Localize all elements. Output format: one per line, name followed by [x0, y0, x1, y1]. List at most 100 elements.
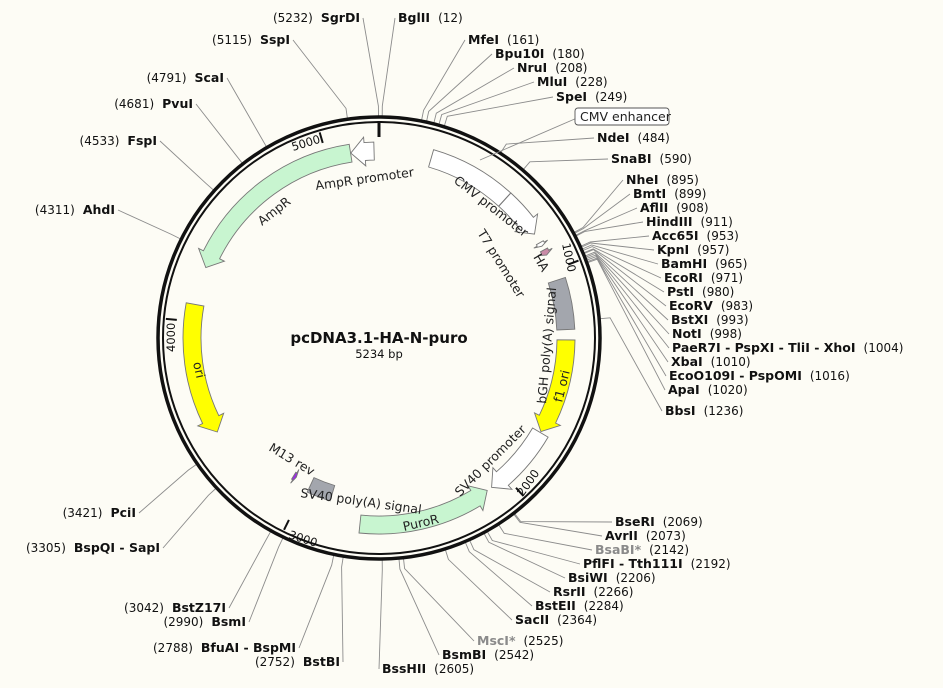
enzyme-site-label[interactable]: (3421)PciI [63, 505, 136, 520]
feature-cmv-promoter[interactable] [498, 192, 539, 235]
enzyme-site-label[interactable]: BseRI(2069) [615, 514, 703, 529]
enzyme-leader-line [581, 242, 655, 251]
feature-sv40-poly-a-signal[interactable] [306, 477, 336, 502]
feature-label: AmpR promoter [314, 164, 415, 193]
enzyme-leader-line [426, 53, 493, 122]
feature-ori[interactable] [182, 302, 225, 433]
enzyme-site-label[interactable]: XbaI(1010) [671, 354, 751, 369]
enzyme-site-label[interactable]: (5232)SgrDI [273, 10, 360, 25]
enzyme-site-label[interactable]: EcoRV(983) [669, 298, 753, 313]
enzyme-site-label[interactable]: (2752)BstBI [255, 654, 340, 669]
enzyme-site-label[interactable]: (3305)BspQI - SapI [26, 540, 160, 555]
tick-mark [515, 487, 525, 497]
enzyme-site-label[interactable]: (3042)BstZ17I [124, 600, 226, 615]
enzyme-leader-line [500, 137, 595, 153]
enzyme-site-label[interactable]: EcoRI(971) [664, 270, 743, 285]
enzyme-site-label[interactable]: PstI(980) [667, 284, 734, 299]
enzyme-leader-line [381, 17, 396, 117]
enzyme-leader-line [292, 39, 348, 119]
enzyme-site-label[interactable]: BamHI(965) [661, 256, 747, 271]
enzyme-site-label[interactable]: PaeR7I - PspXI - TliI - XhoI(1004) [672, 340, 903, 355]
enzyme-site-label[interactable]: (4681)PvuI [114, 96, 193, 111]
enzyme-leader-line [575, 221, 644, 237]
enzyme-leader-line [587, 258, 666, 391]
feature-puror[interactable] [358, 485, 488, 535]
enzyme-site-label[interactable]: MluI(228) [537, 74, 608, 89]
enzyme-site-label[interactable]: NheI(895) [626, 172, 699, 187]
enzyme-site-label[interactable]: KpnI(957) [657, 242, 729, 257]
enzyme-site-label[interactable]: (4311)AhdI [35, 202, 115, 217]
enzyme-leader-line [443, 96, 554, 126]
enzyme-leader-line [575, 207, 638, 236]
enzyme-site-label[interactable]: BstXI(993) [671, 312, 749, 327]
enzyme-site-label[interactable]: MfeI(161) [468, 32, 539, 47]
enzyme-site-label[interactable]: SnaBI(590) [611, 151, 692, 166]
enzyme-site-label[interactable]: EcoO109I - PspOMI(1016) [669, 368, 850, 383]
enzyme-site-label[interactable]: SacII(2364) [515, 612, 597, 627]
enzyme-leader-line [228, 531, 271, 609]
enzyme-leader-line [433, 67, 515, 124]
enzyme-site-label[interactable]: BmtI(899) [633, 186, 706, 201]
enzyme-site-label[interactable]: PflFI - Tth111I(2192) [583, 556, 731, 571]
enzyme-site-label[interactable]: Acc65I(953) [652, 228, 739, 243]
enzyme-site-label[interactable]: MscI*(2525) [477, 633, 563, 648]
enzyme-site-label[interactable]: RsrII(2266) [553, 584, 633, 599]
tick-label: 1000 [559, 242, 579, 274]
feature-label: M13 rev [266, 440, 318, 479]
feature-f1-ori[interactable] [533, 339, 576, 433]
enzyme-leader-line [487, 531, 581, 565]
enzyme-leader-line [586, 254, 670, 349]
enzyme-site-label[interactable]: AvrII(2073) [605, 528, 686, 543]
enzyme-site-label[interactable]: (5115)SspI [212, 32, 290, 47]
features [182, 136, 576, 535]
enzyme-site-label[interactable]: (4791)ScaI [147, 70, 224, 85]
enzyme-leader-line [162, 488, 217, 549]
enzyme-leader-line [378, 559, 383, 670]
enzyme-leader-line [483, 533, 566, 579]
feature-ampr[interactable] [197, 143, 353, 269]
enzyme-site-label[interactable]: NruI(208) [517, 60, 587, 75]
enzyme-leader-line [513, 514, 603, 537]
enzyme-leader-lines [117, 17, 670, 670]
enzyme-site-label[interactable]: (4533)FspI [80, 133, 157, 148]
feature-cmv-enhancer-callout[interactable]: CMV enhancer [479, 107, 672, 161]
enzyme-site-label[interactable]: NdeI(484) [597, 130, 670, 145]
enzyme-site-label[interactable]: HindIII(911) [646, 214, 733, 229]
enzyme-leader-line [438, 81, 535, 125]
feature-label: SV40 poly(A) signal [300, 485, 423, 517]
plasmid-size: 5234 bp [355, 347, 403, 361]
enzyme-leader-line [585, 251, 669, 321]
feature-t7-promoter[interactable] [533, 239, 548, 249]
enzyme-site-label[interactable]: BsiWI(2206) [568, 570, 656, 585]
tick-mark [165, 317, 177, 321]
feature-ha[interactable] [537, 247, 553, 257]
enzyme-site-label[interactable]: ApaI(1020) [668, 382, 748, 397]
enzyme-site-label[interactable]: Bpu10I(180) [495, 46, 585, 61]
enzyme-site-label[interactable]: BssHII(2605) [382, 661, 474, 676]
tick-label: 4000 [164, 323, 178, 352]
enzyme-site-label[interactable]: SpeI(249) [556, 89, 627, 104]
enzyme-leader-line [584, 249, 667, 307]
enzyme-leader-line [587, 257, 667, 377]
enzyme-site-label[interactable]: BsmBI(2542) [442, 647, 534, 662]
enzyme-leader-line [523, 158, 609, 170]
enzyme-site-label[interactable]: BstEII(2284) [535, 598, 624, 613]
enzyme-site-label[interactable]: AflII(908) [640, 200, 709, 215]
feature-sv40-promoter[interactable] [491, 427, 549, 490]
enzyme-site-label[interactable]: (2788)BfuAI - BspMI [153, 640, 296, 655]
enzyme-leader-line [580, 235, 650, 247]
feature-m13-rev[interactable] [290, 469, 300, 484]
enzyme-site-label[interactable]: BglII(12) [398, 10, 463, 25]
enzyme-site-label[interactable]: BsaBI*(2142) [595, 542, 689, 557]
enzyme-leader-line [341, 557, 344, 663]
enzyme-site-label[interactable]: (2990)BsmI [163, 614, 246, 629]
enzyme-site-label[interactable]: BbsI(1236) [665, 403, 743, 418]
enzyme-leader-line [498, 524, 593, 551]
enzyme-site-label[interactable]: NotI(998) [672, 326, 742, 341]
enzyme-leader-line [464, 542, 533, 607]
tick-mark [567, 259, 579, 266]
feature-ampr-promoter[interactable] [350, 136, 375, 167]
enzyme-leader-line [514, 513, 613, 523]
feature-bgh-poly-a-signal[interactable] [547, 276, 576, 331]
